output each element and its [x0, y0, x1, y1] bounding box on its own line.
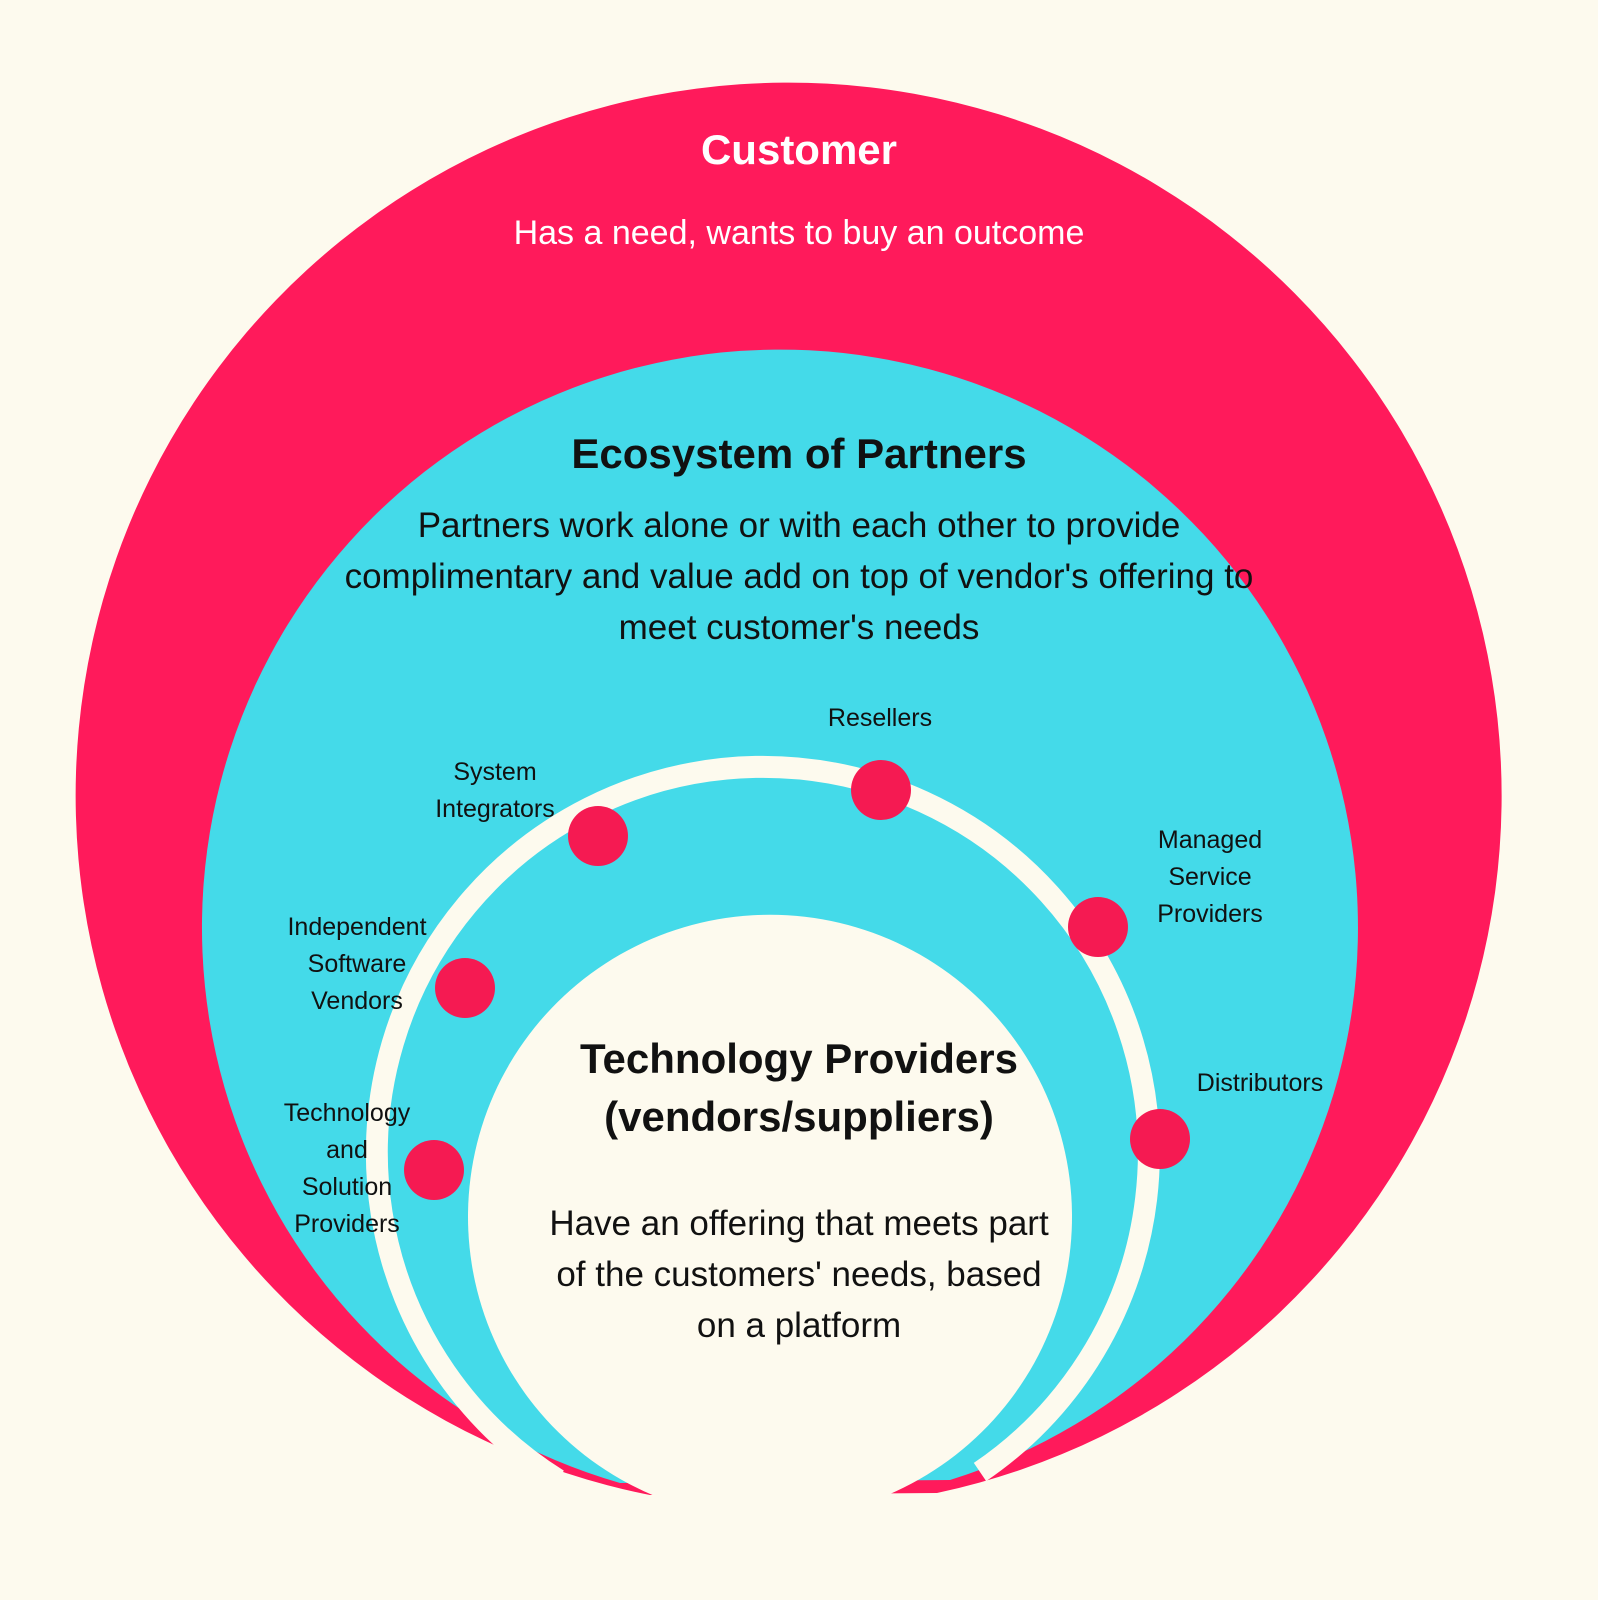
partner-dot-system-integrators: [568, 806, 628, 866]
partner-dot-managed-service-providers: [1068, 897, 1128, 957]
partner-label-independent-software-vendors: Independent Software Vendors: [287, 913, 427, 1015]
partner-dot-resellers: [851, 760, 911, 820]
partner-track: [365, 755, 1160, 1490]
partner-label-system-integrators: System Integrators: [435, 758, 555, 823]
technology-providers-title: Technology Providers (vendors/suppliers): [580, 1035, 1018, 1140]
customer-description: Has a need, wants to buy an outcome: [513, 214, 1085, 252]
ecosystem-description: Partners work alone or with each other t…: [344, 506, 1254, 647]
customer-title: Customer: [700, 126, 898, 173]
ecosystem-title: Ecosystem of Partners: [571, 430, 1027, 477]
partner-label-resellers: Resellers: [827, 704, 933, 732]
partner-dot-distributors: [1130, 1109, 1190, 1169]
partner-dot-independent-software-vendors: [435, 958, 495, 1018]
partner-label-distributors: Distributors: [1196, 1069, 1324, 1097]
technology-providers-description: Have an offering that meets part of the …: [549, 1204, 1049, 1345]
partner-label-managed-service-providers: Managed Service Providers: [1157, 826, 1263, 928]
partner-label-technology-and-solution-providers: Technology and Solution Providers: [283, 1099, 411, 1238]
partner-dot-technology-and-solution-providers: [404, 1140, 464, 1200]
technology-core: [467, 914, 1072, 1498]
